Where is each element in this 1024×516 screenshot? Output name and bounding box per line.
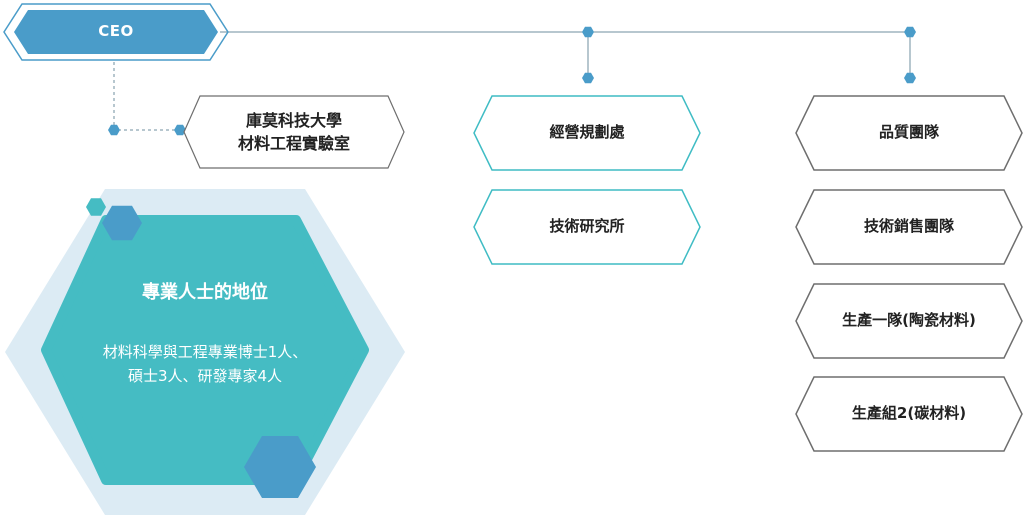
expertise-description-line2: 碩士3人、研發專家4人 bbox=[127, 367, 283, 385]
expertise-description: 材料科學與工程專業博士1人、 碩士3人、研發專家4人 bbox=[46, 334, 364, 394]
right-item-label: 生產組2(碳材料) bbox=[851, 404, 967, 423]
lab-dashed-connector bbox=[113, 62, 180, 131]
lab-label-line1: 庫莫科技大學 bbox=[245, 110, 342, 130]
right-box-3 bbox=[795, 376, 1023, 452]
ceo-label: CEO bbox=[98, 22, 134, 41]
middle-box-1 bbox=[473, 189, 701, 265]
decorative-hex-small bbox=[86, 198, 106, 216]
connector-dot bbox=[582, 72, 594, 84]
connector-dot bbox=[582, 26, 594, 38]
decorative-hex-large bbox=[244, 436, 316, 498]
right-item-label: 品質團隊 bbox=[878, 123, 939, 142]
connector-dot bbox=[904, 26, 916, 38]
lab-box bbox=[183, 95, 405, 169]
ceo-box bbox=[14, 10, 218, 54]
connector-dot bbox=[108, 124, 120, 136]
expertise-description-line1: 材料科學與工程專業博士1人、 bbox=[102, 343, 308, 361]
connector-dot bbox=[174, 124, 186, 136]
right-box-1 bbox=[795, 189, 1023, 265]
connector-dot bbox=[904, 72, 916, 84]
right-box-0 bbox=[795, 95, 1023, 171]
expertise-title: 專業人士的地位 bbox=[142, 281, 268, 303]
middle-item-label: 經營規劃處 bbox=[549, 123, 625, 142]
right-item-label: 技術銷售團隊 bbox=[863, 217, 954, 236]
right-item-label: 生產一隊(陶瓷材料) bbox=[842, 311, 976, 330]
middle-box-0 bbox=[473, 95, 701, 171]
right-box-2 bbox=[795, 283, 1023, 359]
lab-label-line2: 材料工程實驗室 bbox=[237, 134, 350, 153]
middle-item-label: 技術研究所 bbox=[549, 217, 625, 236]
ceo-box-outline bbox=[3, 3, 229, 61]
lab-label: 庫莫科技大學 材料工程實驗室 bbox=[184, 96, 404, 168]
decorative-hex-medium bbox=[102, 205, 142, 241]
